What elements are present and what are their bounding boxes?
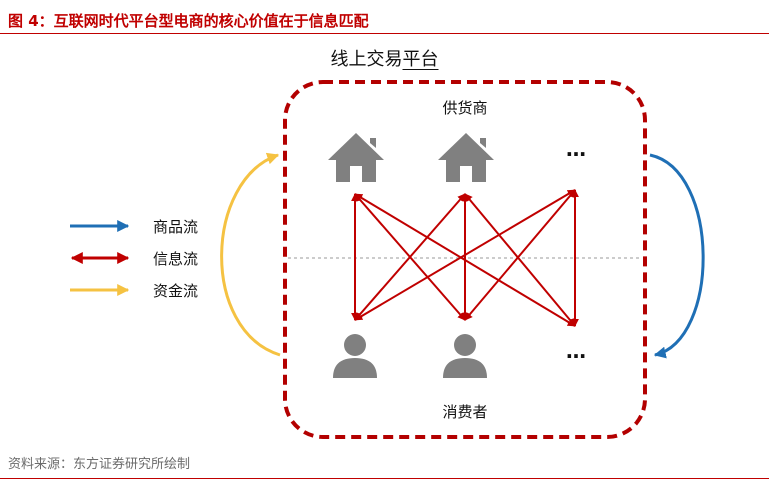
legend-money-label: 资金流 xyxy=(153,282,199,300)
house-icon xyxy=(438,133,494,182)
goods-flow-arc xyxy=(649,153,705,359)
figure-title: 图 4：互联网时代平台型电商的核心价值在于信息匹配 xyxy=(8,12,369,30)
money-flow-arc xyxy=(220,152,281,357)
platform-label-part1: 线上交易 xyxy=(330,49,403,70)
platform-label: 线上交易平台 xyxy=(0,45,769,71)
figure-source: 资料来源：东方证券研究所绘制 xyxy=(8,457,191,472)
platform-label-part2: 平台 xyxy=(402,49,439,70)
person-icon xyxy=(443,334,487,378)
person-icon xyxy=(333,334,377,378)
consumers-label: 消费者 xyxy=(442,403,488,421)
title-rule xyxy=(0,33,769,34)
platform-boundary xyxy=(283,80,647,439)
more-suppliers-ellipsis: … xyxy=(566,137,587,161)
legend-goods-label: 商品流 xyxy=(153,218,199,236)
info-flow-arrow xyxy=(464,189,576,321)
info-flow-arrows xyxy=(351,189,579,327)
footer-rule xyxy=(0,478,769,479)
info-flow-arrow xyxy=(464,193,576,327)
more-consumers-ellipsis: … xyxy=(566,339,587,363)
house-icon xyxy=(328,133,384,182)
suppliers-label: 供货商 xyxy=(442,99,488,117)
legend-info-label: 信息流 xyxy=(153,250,199,268)
